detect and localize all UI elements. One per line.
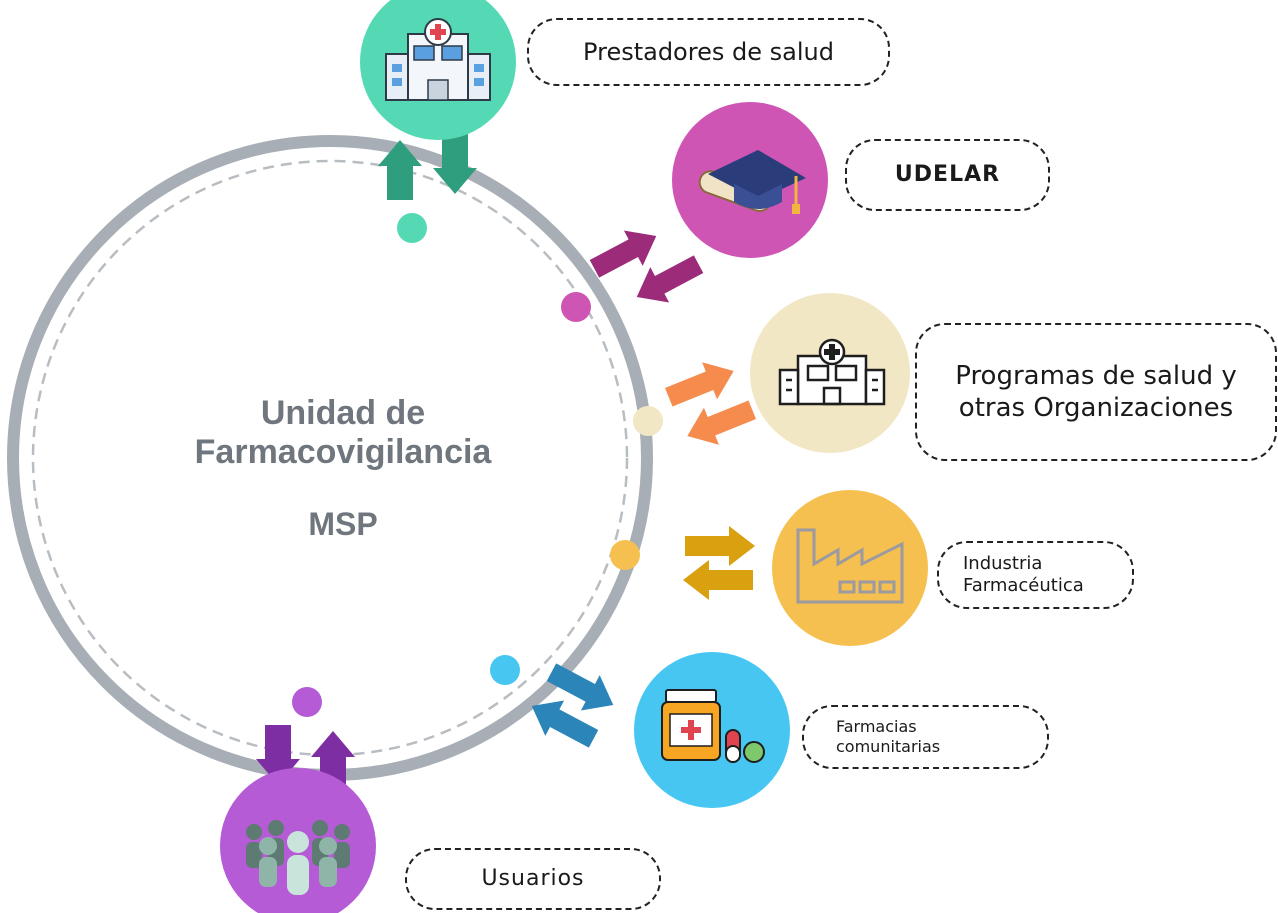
people-group-icon (246, 820, 350, 895)
hospital-icon (385, 18, 491, 101)
label-usuarios: Usuarios (405, 848, 661, 910)
center-title-line3: MSP (308, 506, 377, 542)
connector-dot-prestadores (397, 213, 427, 243)
node-prestadores (360, 0, 516, 140)
center-title-line1: Unidad de (261, 394, 425, 432)
arrow-pair-industria (683, 526, 755, 600)
connector-dot-programas (633, 406, 663, 436)
node-industria (772, 490, 928, 646)
label-prestadores: Prestadores de salud (527, 18, 890, 86)
node-udelar (672, 102, 828, 258)
node-usuarios (220, 768, 376, 913)
central-ring (7, 135, 653, 781)
factory-icon (796, 528, 904, 604)
medicine-bottle-pills-icon (661, 689, 765, 763)
connector-dot-industria (610, 540, 640, 570)
arrow-pair-programas (661, 352, 760, 455)
node-farmacias (634, 652, 790, 808)
connector-dot-usuarios (292, 687, 322, 717)
label-farmacias: Farmacias comunitarias (802, 705, 1049, 769)
center-title-line2: Farmacovigilancia (195, 433, 493, 471)
hospital-building-icon (778, 338, 886, 406)
connector-dot-udelar (561, 292, 591, 322)
graduation-cap-diploma-icon (698, 150, 806, 214)
label-industria: Industria Farmacéutica (937, 541, 1134, 609)
label-udelar: UDELAR (845, 139, 1050, 211)
connector-dot-farmacias (490, 655, 520, 685)
node-programas (750, 293, 910, 453)
label-programas: Programas de salud y otras Organizacione… (915, 323, 1277, 461)
